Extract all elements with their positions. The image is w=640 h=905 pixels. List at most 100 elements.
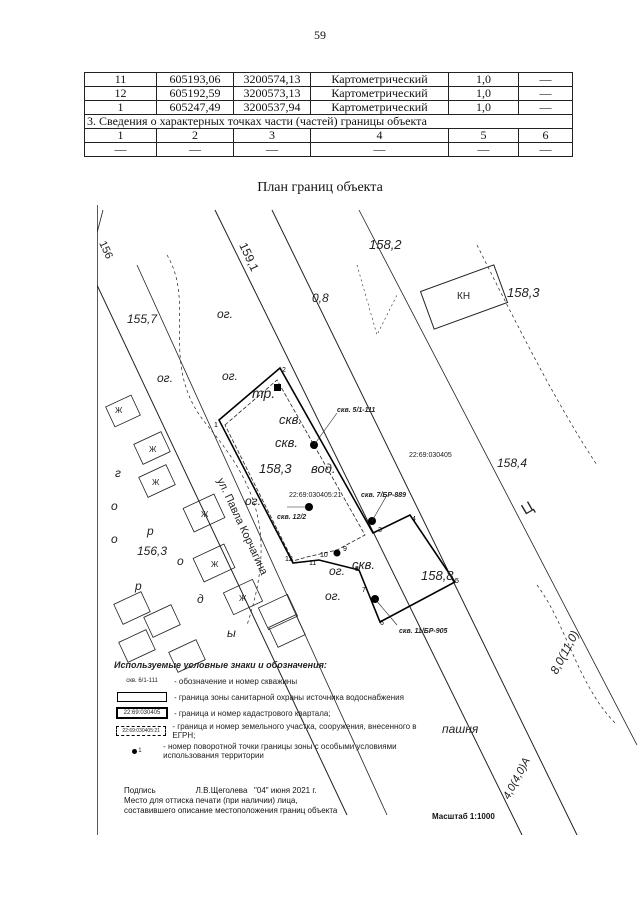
table-row: — — — — — —: [84, 142, 573, 157]
label-road: 8,0(11,0): [547, 628, 581, 676]
legend-item: скв. 6/1-111 - обозначение и номер скваж…: [114, 673, 434, 689]
contour-line: [97, 209, 104, 234]
contour-line: [476, 244, 598, 466]
cell-method: Картометрический: [310, 86, 449, 101]
label-vod: вод.: [311, 461, 336, 476]
cell-description: —: [518, 72, 573, 87]
header-cell: 1: [84, 128, 157, 143]
contour-line: [166, 254, 262, 626]
label-o: о: [111, 499, 118, 513]
label-zh: Ж: [149, 445, 157, 454]
label-elev-156: 156: [97, 239, 115, 261]
leader-line: [313, 412, 338, 446]
point-number: 7: [362, 587, 366, 594]
label-skv: скв.: [275, 435, 298, 450]
label-parcel: 22:69:030405:21: [289, 492, 342, 499]
label-og: ог.: [222, 369, 238, 383]
label-elev-158-2: 158,2: [369, 237, 402, 252]
legend-symbol-text: скв. 6/1-111: [126, 678, 158, 684]
cell-description: —: [518, 100, 573, 115]
leader-line: [374, 598, 398, 626]
legend-title: Используемые условные знаки и обозначени…: [114, 660, 327, 670]
table-header-row: 1 2 3 4 5 6: [84, 128, 573, 143]
contour-line: [356, 264, 398, 336]
cell-y: 3200574,13: [233, 72, 311, 87]
legend-text: - граница и номер кадастрового квартала;: [174, 708, 331, 718]
street-edge: [97, 284, 348, 816]
label-well-11-br-905: скв. 11/БР-905: [399, 628, 448, 635]
cell-x: 605192,59: [156, 86, 234, 101]
legend-symbol-text: 1: [138, 748, 142, 754]
label-elev-158-3: 158,3: [259, 461, 292, 476]
cell-point: 12: [84, 86, 157, 101]
legend-symbol: 1: [114, 746, 159, 757]
leader-line: [371, 494, 388, 522]
coordinates-table: 11 605193,06 3200574,13 Картометрический…: [84, 72, 573, 157]
empty-cell: —: [448, 142, 519, 157]
legend-dot: [131, 748, 137, 754]
page-number: 59: [314, 28, 326, 42]
label-y: ы: [227, 626, 236, 640]
table-row: 1 605247,49 3200537,94 Картометрический …: [84, 100, 573, 115]
legend-item: 1 - номер поворотной точки границы зоны …: [114, 741, 434, 761]
label-street: ул. Павла Корчагина: [214, 476, 270, 578]
label-elev-156-3: 156,3: [137, 544, 167, 558]
header-cell: 2: [156, 128, 234, 143]
label-zh: Ж: [239, 594, 247, 603]
signature-line: Подпись Л.В.Щеголева "04" июня 2021 г.: [124, 786, 317, 795]
road-edge: [358, 209, 638, 746]
cell-accuracy: 1,0: [448, 100, 519, 115]
point-number: 9: [343, 546, 347, 553]
cell-point: 1: [84, 100, 157, 115]
cell-x: 605247,49: [156, 100, 234, 115]
label-zh: Ж: [211, 560, 219, 569]
empty-cell: —: [310, 142, 449, 157]
header-cell: 4: [310, 128, 449, 143]
label-r: р: [134, 579, 142, 593]
label-pashnya: пашня: [442, 722, 479, 736]
plan-title: План границ объекта: [257, 180, 383, 195]
label-d: д: [197, 592, 204, 606]
point-number: 2: [282, 367, 286, 374]
cell-y: 3200537,94: [233, 100, 311, 115]
label-og: ог.: [245, 494, 261, 508]
building-kn: [419, 264, 509, 330]
label-road-2: 4,0(4,0)А: [501, 756, 533, 802]
label-o: о: [111, 532, 118, 546]
road-edge: [271, 209, 578, 835]
legend-text: - обозначение и номер скважины: [174, 676, 298, 686]
cell-point: 11: [84, 72, 157, 87]
legend-text: - граница зоны санитарной охраны источни…: [174, 692, 404, 702]
label-o: о: [177, 554, 184, 568]
label-og: ог.: [157, 371, 173, 385]
point-number: 1: [214, 422, 218, 429]
houses-group: [105, 394, 306, 673]
label-tr: тр.: [252, 385, 275, 401]
label-og: ог.: [329, 564, 345, 578]
legend-symbol: 22:69:030405:21: [114, 726, 168, 737]
cadastral-plan: 156 159,1 158,2 158,3 КН 0,8 155,7 ог. о…: [97, 205, 640, 835]
empty-cell: —: [233, 142, 311, 157]
empty-cell: —: [84, 142, 157, 157]
label-elev-159-1: 159,1: [236, 240, 262, 273]
label-val-0-8: 0,8: [312, 291, 329, 305]
signature-block: Подпись Л.В.Щеголева "04" июня 2021 г. М…: [124, 786, 414, 816]
well-marker: [333, 549, 341, 557]
label-cadastral-quarter: 22:69:030405: [409, 452, 452, 459]
empty-cell: —: [518, 142, 573, 157]
legend-text: - номер поворотной точки границы зоны с …: [163, 742, 397, 760]
legend-text: - граница и номер земельного участка, со…: [172, 722, 417, 740]
transformer-marker: [274, 384, 281, 391]
table-row: 12 605192,59 3200573,13 Картометрический…: [84, 86, 573, 101]
cell-y: 3200573,13: [233, 86, 311, 101]
author-line: составившего описание местоположения гра…: [124, 806, 338, 815]
label-og: ог.: [325, 589, 341, 603]
zone-boundary: [217, 366, 457, 624]
label-elev-158-4: 158,4: [497, 456, 527, 470]
cell-method: Картометрический: [310, 100, 449, 115]
label-zh: Ж: [201, 510, 209, 519]
label-elev-158-3-top: 158,3: [507, 285, 540, 300]
legend-symbol: [114, 692, 170, 703]
label-zh: Ж: [152, 478, 160, 487]
scale-label: Масштаб 1:1000: [432, 812, 495, 821]
